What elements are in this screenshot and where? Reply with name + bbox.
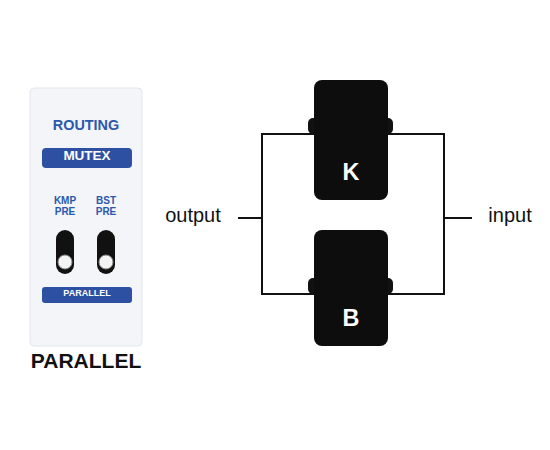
signal-wire <box>444 217 472 219</box>
signal-wire <box>386 134 444 294</box>
node-text: PARALLEL <box>42 289 132 299</box>
node-text: K <box>314 160 388 186</box>
switch-label: BST PRE <box>87 196 125 217</box>
mode-pill: MUTEX <box>42 148 132 168</box>
toggle-ball <box>99 255 113 269</box>
panel-ground <box>30 88 142 346</box>
switch-label: KMP PRE <box>46 196 84 217</box>
toggle-ball <box>58 255 72 269</box>
signal-wire <box>238 217 262 219</box>
port-label: output <box>150 205 236 226</box>
node-text: MUTEX <box>42 149 132 164</box>
toggle-slot <box>56 230 74 274</box>
routing-panel: ROUTING MUTEX PARALLEL <box>30 88 142 346</box>
port-label: input <box>474 205 546 226</box>
node-text: B <box>314 306 388 332</box>
pedal: K <box>314 80 388 200</box>
mode-caption: PARALLEL <box>22 350 150 372</box>
toggle-slot <box>97 230 115 274</box>
signal-wire <box>262 134 315 294</box>
pedal: B <box>314 230 388 346</box>
mode-pill: PARALLEL <box>42 287 132 303</box>
node-text: ROUTING <box>30 118 142 134</box>
